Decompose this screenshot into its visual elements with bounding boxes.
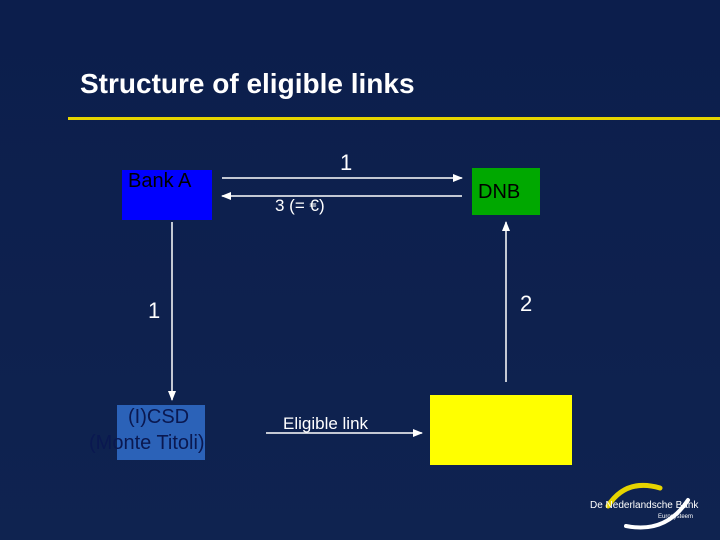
csd-label-line2: (Monte Titoli) (89, 432, 205, 454)
title-underline (68, 117, 720, 120)
logo-subtitle: Eurosysteem (658, 514, 694, 520)
dnb-logo-icon (605, 482, 690, 530)
bank-a-box (122, 170, 212, 220)
edge-label-bank-a-dnb: 1 (340, 150, 353, 175)
edge-label-dnb-bank-a: 3 (= €) (275, 196, 325, 215)
csd-label-line1: (I)CSD (128, 406, 190, 428)
dnb-label: DNB (478, 181, 521, 203)
logo-name: De Nederlandsche Bank (590, 500, 699, 511)
edge-label-bank-a-csd: 1 (148, 298, 161, 323)
slide-title: Structure of eligible links (80, 68, 415, 99)
edge-label-eligible-link: Eligible link (283, 414, 369, 433)
edge-label-target-dnb: 2 (520, 291, 533, 316)
csd-box (117, 405, 205, 460)
target-box (430, 395, 572, 465)
bank-a-label: Bank A (128, 170, 192, 192)
dnb-box (472, 168, 540, 215)
